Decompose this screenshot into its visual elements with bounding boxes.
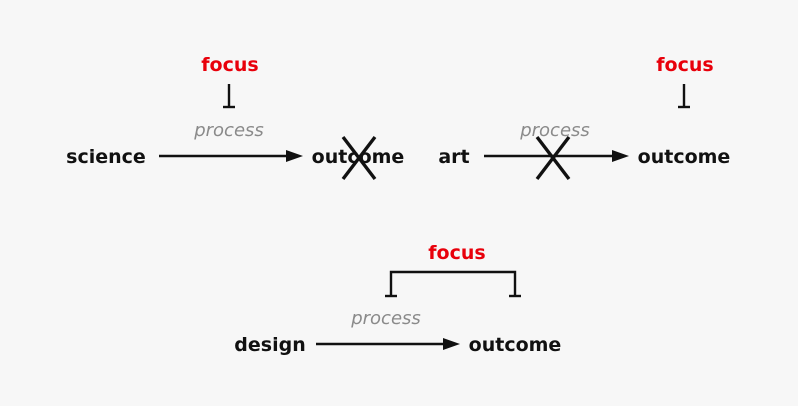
science-process-label: process	[193, 120, 264, 141]
design-panel: focus process design outcome	[234, 242, 561, 356]
art-process-label: process	[519, 120, 590, 141]
art-cross-mark	[535, 135, 571, 181]
art-target-label: outcome	[638, 146, 731, 168]
science-panel: focus process science outcome	[66, 54, 404, 181]
design-arrowhead	[443, 338, 460, 350]
science-source-label: science	[66, 146, 146, 168]
design-focus-label: focus	[428, 242, 485, 264]
design-focus-bracket	[389, 270, 517, 296]
art-source-label: art	[438, 146, 469, 168]
design-source-label: design	[234, 334, 305, 356]
design-process-label: process	[350, 308, 421, 329]
science-cross-mark	[341, 135, 377, 181]
design-target-label: outcome	[469, 334, 562, 356]
art-panel: focus process art outcome	[438, 54, 731, 181]
science-focus-label: focus	[201, 54, 258, 76]
art-arrowhead	[612, 150, 629, 162]
art-focus-label: focus	[656, 54, 713, 76]
science-arrowhead	[286, 150, 303, 162]
